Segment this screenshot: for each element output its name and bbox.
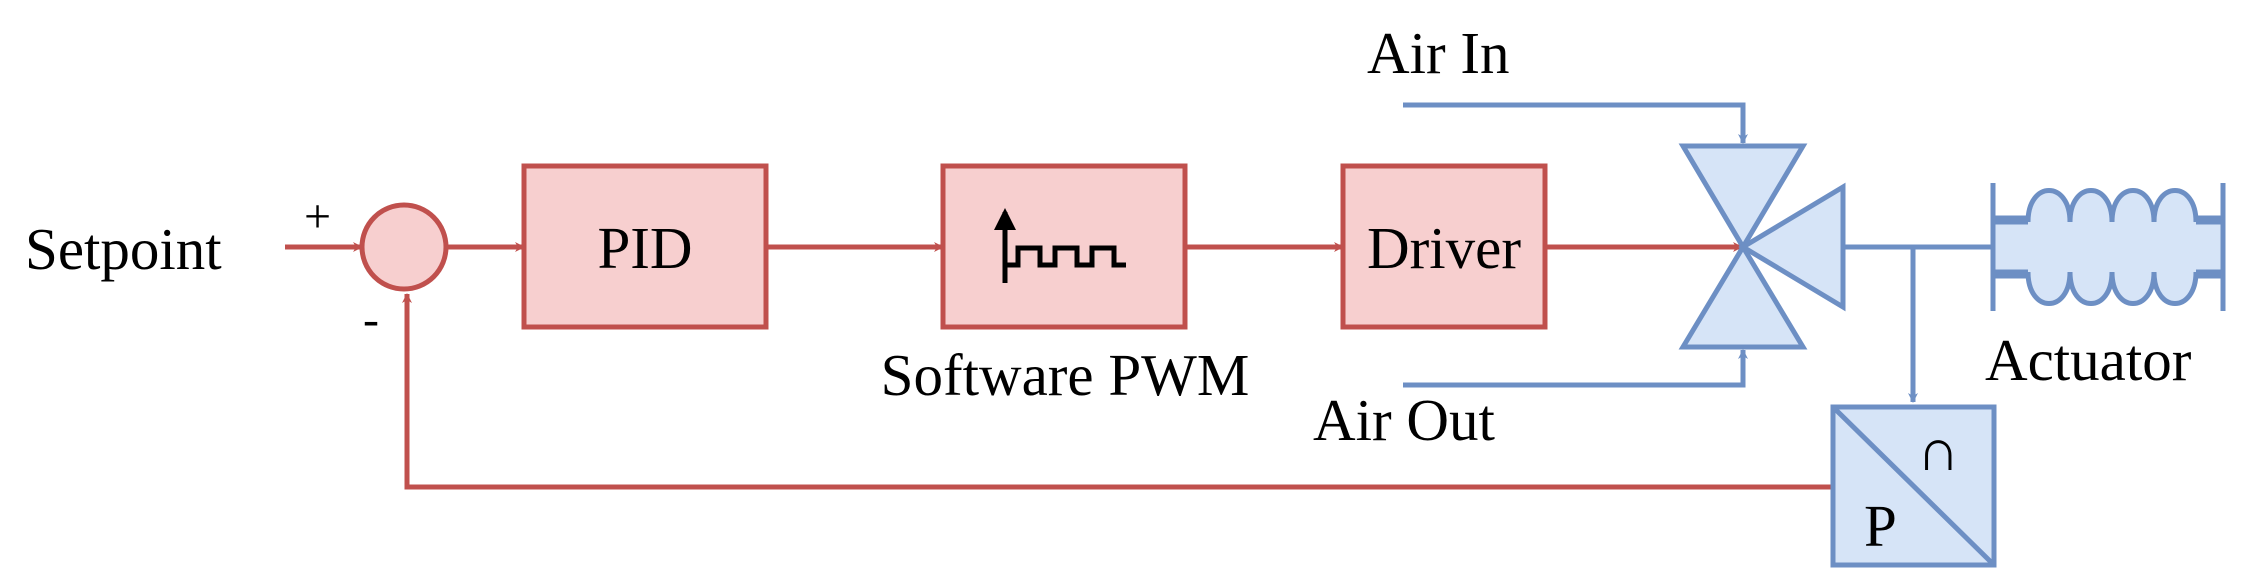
minus-sign: - [363,293,379,346]
driver-block [1340,163,1548,330]
air-out-label: Air Out [1313,387,1496,453]
sensor-p-label: P [1864,493,1897,559]
feedback-path [402,293,1833,490]
pid-block [521,163,769,330]
air-in-line [1403,102,1748,144]
bellows-actuator-icon [1990,183,2226,311]
actuator-label: Actuator [1985,327,2192,393]
control-path [285,242,1833,490]
valve-icon [1678,143,1846,350]
pid-label: PID [597,215,692,281]
driver-label: Driver [1367,215,1521,281]
pwm-waveform-icon [994,208,1126,283]
software-pwm-label: Software PWM [881,342,1250,408]
air-out-line [1403,349,1748,388]
air-in-label: Air In [1367,20,1510,86]
sensor-u-label: ∩ [1917,417,1960,483]
setpoint-label: Setpoint [25,216,222,282]
summing-junction [359,202,449,292]
pneumatic-path [1403,102,1993,403]
pressure-transducer-icon [1830,404,1997,568]
plus-sign: + [304,190,331,243]
